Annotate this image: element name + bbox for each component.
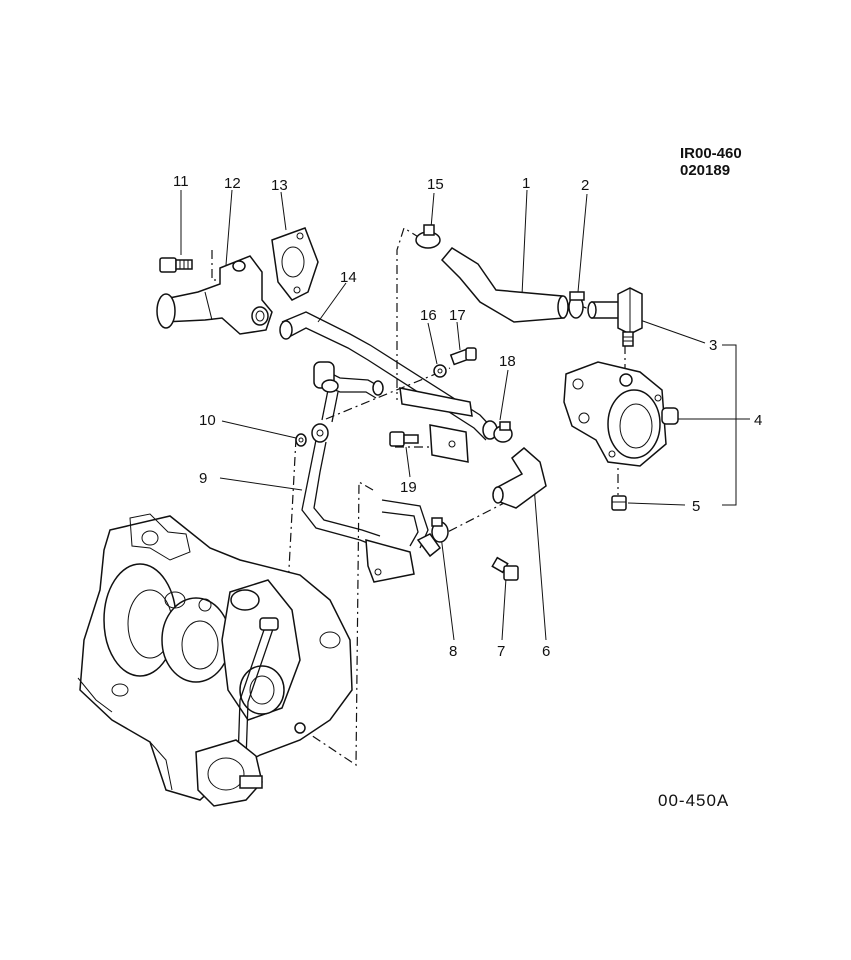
callout-11: 11 xyxy=(173,173,189,190)
callout-14: 14 xyxy=(340,269,357,286)
part-clamp-8 xyxy=(431,517,449,543)
leader-lines xyxy=(180,189,750,641)
part-clamp-15 xyxy=(415,224,441,249)
part-bolt-11 xyxy=(159,257,193,273)
part-bolt-17 xyxy=(449,347,477,366)
callout-13: 13 xyxy=(271,177,288,194)
reference-code: IR00-460 020189 xyxy=(680,145,742,179)
callout-10: 10 xyxy=(199,412,216,429)
callout-5: 5 xyxy=(692,498,700,515)
part-hose-6 xyxy=(492,447,547,509)
callout-19: 19 xyxy=(400,479,417,496)
callout-16: 16 xyxy=(420,307,437,324)
callout-7: 7 xyxy=(497,643,505,660)
part-washer-10 xyxy=(295,433,307,447)
reference-code-line-1: IR00-460 xyxy=(680,145,742,162)
part-water-housing-4 xyxy=(563,361,679,467)
part-water-outlet-12 xyxy=(156,255,273,335)
part-washer-16 xyxy=(433,364,447,378)
part-hose-1 xyxy=(440,247,569,323)
callout-17: 17 xyxy=(449,307,466,324)
callout-8: 8 xyxy=(449,643,457,660)
part-bolt-19 xyxy=(389,424,469,463)
part-clamp-18 xyxy=(493,421,513,443)
figure-code: 00-450A xyxy=(658,791,730,810)
callout-numbers: 1 2 3 4 5 6 7 8 9 10 11 12 13 14 15 16 1… xyxy=(173,173,762,660)
callout-9: 9 xyxy=(199,470,207,487)
part-gasket-13 xyxy=(271,227,319,301)
callout-12: 12 xyxy=(224,175,241,192)
part-pipe-9 xyxy=(301,379,442,583)
callout-1: 1 xyxy=(522,175,530,192)
part-clamp-2 xyxy=(568,291,585,319)
callout-15: 15 xyxy=(427,176,444,193)
callout-2: 2 xyxy=(581,177,589,194)
callout-18: 18 xyxy=(499,353,516,370)
callout-4: 4 xyxy=(754,412,762,429)
part-elbow-3 xyxy=(587,287,643,347)
part-plug-5 xyxy=(611,495,627,511)
turbocharger-assembly xyxy=(77,513,353,807)
callout-3: 3 xyxy=(709,337,717,354)
callout-6: 6 xyxy=(542,643,550,660)
part-bolt-7 xyxy=(491,556,519,581)
part-water-pipe-14 xyxy=(279,311,498,441)
reference-code-line-2: 020189 xyxy=(680,162,731,179)
